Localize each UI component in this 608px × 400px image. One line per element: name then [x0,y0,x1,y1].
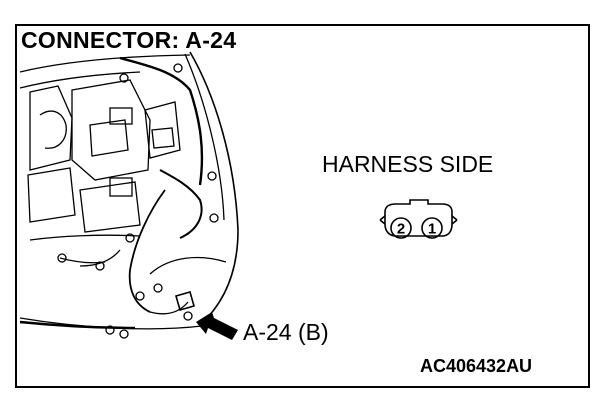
arrow-icon [196,312,238,340]
diagram-frame [15,24,590,388]
figure-id: AC406432AU [420,356,533,376]
connector-pin-1 [421,217,443,239]
connector-icon: 2 1 [379,199,458,239]
view-label: HARNESS SIDE [322,151,494,177]
connector-pin-1-label: 1 [428,221,436,238]
diagram-title: CONNECTOR: A-24 [21,27,237,53]
callout-label: A-24 (B) [243,319,329,345]
engine-bay-illustration [19,51,239,339]
connector-pin-2-label: 2 [397,221,405,238]
connector-pin-2 [390,217,412,239]
